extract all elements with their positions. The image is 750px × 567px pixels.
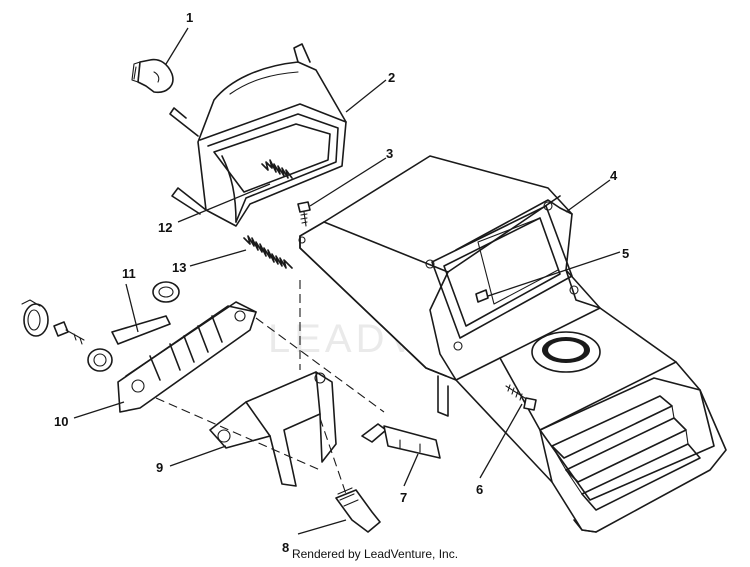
part-socket xyxy=(335,487,381,533)
leader-lines xyxy=(73,27,621,535)
callout-labels: 1 2 3 4 5 6 7 8 9 10 11 12 13 xyxy=(54,10,629,555)
part-toggle-switch xyxy=(361,423,441,459)
callout-8: 8 xyxy=(282,540,289,555)
part-screw-6 xyxy=(505,384,537,411)
part-spring-12 xyxy=(261,159,293,179)
part-grommet-top xyxy=(152,281,180,303)
part-grommet-lower xyxy=(87,348,113,372)
callout-13: 13 xyxy=(172,260,186,275)
part-lower-bracket xyxy=(209,371,337,487)
part-screw-3 xyxy=(297,201,311,227)
part-plate xyxy=(111,315,171,345)
callout-5: 5 xyxy=(622,246,629,261)
callout-2: 2 xyxy=(388,70,395,85)
callout-7: 7 xyxy=(400,490,407,505)
callout-12: 12 xyxy=(158,220,172,235)
callout-6: 6 xyxy=(476,482,483,497)
callout-10: 10 xyxy=(54,414,68,429)
callout-9: 9 xyxy=(156,460,163,475)
part-key xyxy=(53,321,85,345)
part-hood xyxy=(298,155,727,533)
part-switch-bracket xyxy=(117,301,257,413)
footer-credit: Rendered by LeadVenture, Inc. xyxy=(291,547,459,561)
alignment-lines xyxy=(155,280,385,495)
part-bulb xyxy=(131,58,174,94)
part-headlight-housing xyxy=(169,43,347,227)
part-spring-13 xyxy=(243,235,293,269)
part-ignition-switch xyxy=(21,299,49,337)
callout-11: 11 xyxy=(122,266,136,281)
callout-4: 4 xyxy=(610,168,618,183)
callout-1: 1 xyxy=(186,10,193,25)
callout-3: 3 xyxy=(386,146,393,161)
